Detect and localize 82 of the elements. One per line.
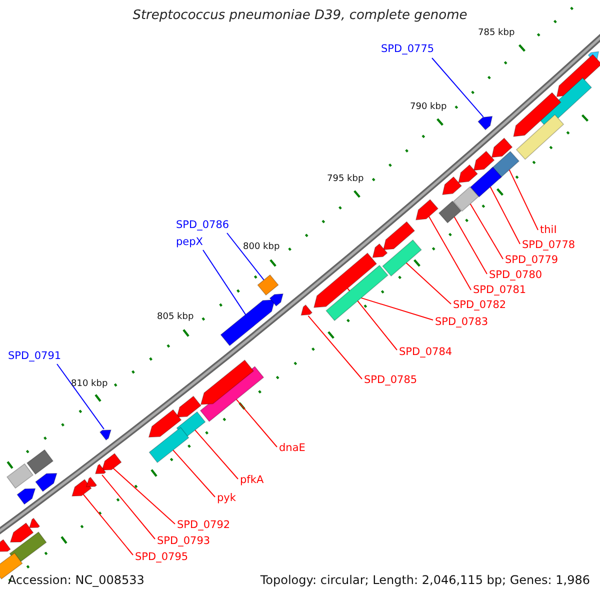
gene-feature [72,479,92,496]
gene-feature [94,464,106,474]
gene-feature [491,138,513,158]
gene-label: SPD_0782 [453,300,506,312]
leader-line [102,474,156,540]
gene-label: dnaE [279,443,306,455]
gene-feature [513,92,562,137]
scale-label: 785 kbp [478,29,515,39]
gene-label: SPD_0783 [435,317,488,329]
gene-feature [86,476,98,488]
leader-line [454,216,488,274]
gene-feature [148,409,182,438]
gene-feature [458,164,478,184]
gene-label: SPD_0784 [399,347,452,359]
gene-block [326,264,388,322]
gene-label: SPD_0775 [381,44,434,56]
leader-line [432,58,484,118]
gene-block [516,114,564,160]
gene-feature [382,221,416,250]
gene-feature [313,252,378,308]
leader-line [490,186,520,244]
gene-feature [35,472,58,492]
gene-label: SPD_0795 [135,552,188,564]
scale-label: 810 kbp [71,380,108,390]
gene-label: SPD_0793 [157,536,210,548]
gene-feature [176,396,202,418]
leader-line [112,468,176,524]
leader-line [470,203,504,260]
genome-summary-text: Topology: circular; Length: 2,046,115 bp; Genes: 1,986 [260,574,590,588]
gene-label: thiI [540,225,557,237]
gene-label: SPD_0779 [505,255,558,267]
leader-line [428,216,472,290]
gene-feature [473,150,495,171]
leader-line [360,297,434,320]
accession-text: Accession: NC_008533 [8,574,144,588]
gene-label: SPD_0781 [473,285,526,297]
gene-feature [372,243,388,258]
gene-label: pfkA [240,475,264,487]
gene-feature [99,430,112,441]
gene-feature [200,360,254,405]
gene-block [257,274,279,296]
gene-label: SPD_0792 [177,520,230,532]
genome-title: Streptococcus pneumoniae D39, complete genome [132,8,468,23]
gene-block [452,186,480,212]
gene-label: SPD_0778 [522,240,576,252]
gene-block [438,200,462,224]
leader-line [226,232,264,280]
leader-line [82,494,134,556]
gene-feature [478,116,493,130]
gene-block [26,449,54,475]
gene-block [470,166,502,198]
leader-line [236,398,278,448]
gene-feature [28,518,40,528]
leader-line [194,430,238,480]
scale-label: 805 kbp [157,313,194,323]
gene-feature [556,54,600,98]
leader-line [406,262,452,304]
gene-feature [220,299,276,346]
scale-label: 795 kbp [327,175,364,185]
gene-feature [442,176,462,196]
gene-feature [300,304,313,316]
gene-feature [102,452,122,471]
gene-label: SPD_0780 [489,270,542,282]
scale-label: 800 kbp [243,243,280,253]
scale-label: 790 kbp [410,103,447,113]
gene-label: SPD_0786 [176,220,230,232]
gene-block [382,239,422,277]
gene-feature [10,522,34,543]
leader-line [202,250,246,316]
gene-label: SPD_0785 [364,375,418,387]
gene-feature [415,199,439,220]
leader-line [172,450,216,498]
gene-label: pepX [176,237,203,249]
leader-line [308,315,362,380]
gene-label: SPD_0791 [8,351,62,363]
gene-block [6,463,34,489]
gene-label: pyk [217,493,236,505]
gene-block [148,426,190,464]
gene-feature [269,293,284,307]
leader-line [56,364,104,430]
gene-feature [0,539,11,552]
leader-line [508,169,538,230]
